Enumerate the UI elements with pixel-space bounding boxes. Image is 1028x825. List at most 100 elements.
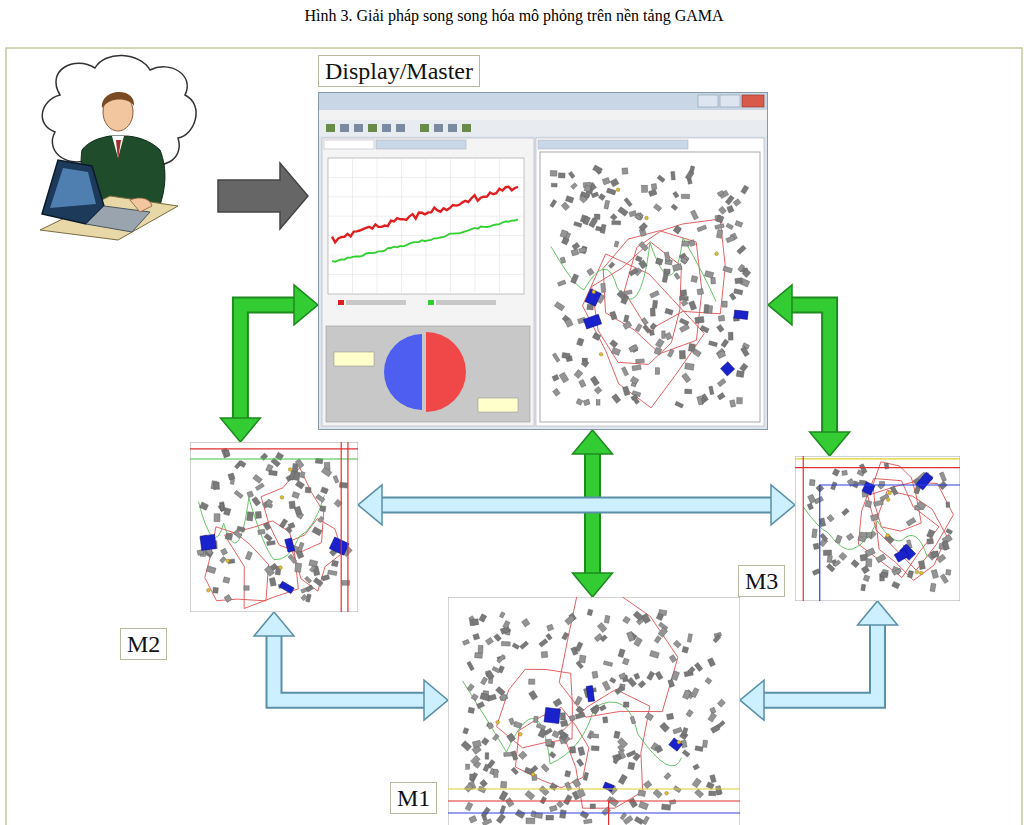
building (547, 624, 554, 631)
building (584, 819, 592, 824)
building (604, 200, 610, 209)
arrow-outline (240, 305, 296, 420)
building (620, 813, 627, 820)
building (560, 810, 567, 819)
building (298, 542, 305, 551)
building (874, 500, 884, 506)
building (565, 318, 573, 327)
pie-slice (384, 334, 422, 410)
building (892, 568, 901, 575)
building (470, 772, 478, 782)
building (470, 619, 479, 626)
building (718, 206, 726, 214)
building (682, 750, 690, 757)
building (717, 350, 726, 358)
chart-series (332, 187, 518, 243)
arrow-fill (762, 623, 878, 700)
building (665, 332, 672, 340)
building (546, 739, 552, 745)
arrow-body (790, 305, 830, 434)
building (565, 615, 575, 625)
building (831, 482, 837, 490)
building (610, 178, 619, 186)
partition-line (448, 788, 740, 789)
illustration (318, 92, 768, 430)
arrow-heads (573, 430, 613, 597)
building (709, 791, 716, 796)
building (634, 817, 643, 825)
building (255, 483, 264, 491)
building (674, 273, 680, 280)
building (662, 331, 666, 339)
building (213, 482, 219, 489)
building (221, 548, 228, 555)
building (462, 639, 469, 645)
node-label: M3 (738, 565, 785, 597)
building (709, 341, 718, 347)
building (734, 289, 743, 295)
building (629, 798, 638, 808)
building (655, 671, 663, 680)
building (695, 746, 703, 752)
building (565, 196, 573, 203)
building (711, 277, 716, 284)
building (685, 171, 694, 181)
building (691, 688, 699, 698)
building (615, 685, 625, 694)
arrow-heads (358, 485, 795, 525)
building (219, 502, 225, 511)
building (808, 494, 816, 503)
building (735, 278, 743, 284)
zone-outline (583, 254, 705, 408)
agent-dot (496, 720, 500, 724)
building (501, 781, 507, 788)
building (464, 783, 473, 792)
building (669, 655, 676, 663)
arrow-outline (584, 452, 601, 575)
building (575, 712, 585, 719)
building (247, 512, 254, 521)
menu-bar (319, 110, 767, 120)
building (832, 469, 839, 476)
arrow-fill (790, 305, 830, 434)
building (493, 734, 500, 741)
building (629, 268, 638, 276)
building (726, 223, 733, 229)
building (931, 569, 938, 578)
building (813, 543, 819, 549)
building (940, 574, 948, 584)
building (648, 189, 657, 196)
building (863, 575, 870, 582)
tool-icon (326, 124, 335, 132)
building (730, 400, 736, 407)
arrow-heads (220, 285, 318, 442)
building (293, 471, 300, 480)
pie-panel (326, 326, 530, 422)
building (633, 397, 640, 404)
building (480, 693, 490, 701)
building (721, 339, 729, 347)
building (224, 450, 230, 457)
building (846, 533, 854, 540)
building (681, 194, 689, 198)
building (892, 566, 901, 574)
building (550, 200, 557, 208)
building (587, 268, 594, 275)
building (643, 325, 651, 334)
building (716, 786, 723, 795)
building (671, 171, 675, 179)
building (679, 351, 685, 359)
arrow-outline (762, 623, 878, 700)
building (842, 508, 850, 515)
building (600, 635, 607, 642)
building (735, 221, 743, 228)
building (509, 718, 515, 725)
building (726, 236, 735, 243)
pie-tag (334, 352, 374, 366)
building (851, 560, 859, 568)
building (310, 565, 317, 572)
building (946, 502, 950, 508)
building (937, 554, 946, 563)
public-building (586, 686, 594, 702)
building (486, 671, 495, 680)
